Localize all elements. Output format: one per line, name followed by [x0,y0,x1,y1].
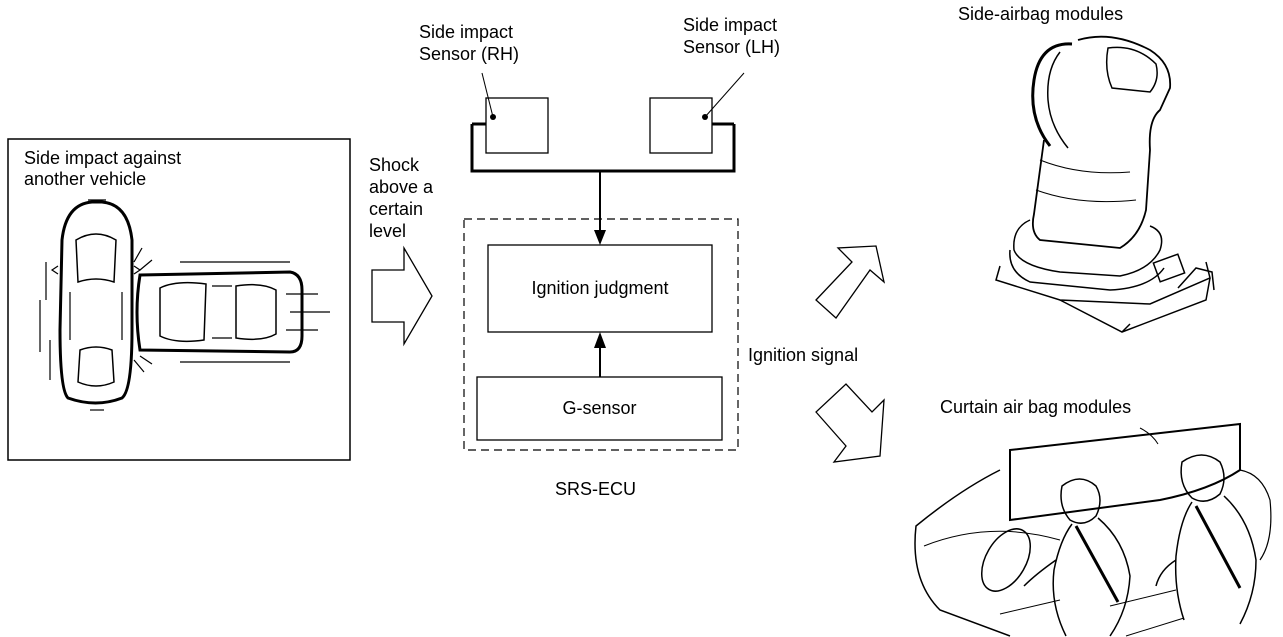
shock-label-line1: Shock [369,155,420,175]
impact-panel-label-line1: Side impact against [24,148,182,168]
curtain-airbag-illustration [914,422,1272,637]
g-sensor-label: G-sensor [562,398,637,418]
sensor-lh-box [649,97,713,154]
shock-label-line4: level [369,221,407,241]
sensor-lh-label-line2: Sensor (LH) [683,37,781,57]
ignition-arrow-down [815,383,885,463]
sensor-to-judgment-arrowhead [594,230,606,245]
sensor-rh-label-line1: Side impact [419,22,514,42]
shock-arrow [371,245,433,347]
ignition-judgment-label: Ignition judgment [531,278,669,298]
side-airbag-label: Side-airbag modules [958,4,1124,24]
ignition-signal-label: Ignition signal [748,345,859,365]
srs-ecu-boundary [463,218,739,451]
impact-panel-label-line2: another vehicle [24,169,147,189]
shock-label-line3: certain [369,199,424,219]
gsensor-to-judgment-arrowhead [594,332,606,348]
seat-illustration [995,35,1215,333]
ignition-arrow-up [815,245,886,319]
sensor-bracket [470,124,736,173]
srs-ecu-caption: SRS-ECU [555,479,637,499]
sensor-lh-leader [704,72,745,118]
sensor-lh-label-line1: Side impact [683,15,778,35]
struck-car-illustration [39,199,142,411]
striking-car-illustration [133,247,330,373]
sensor-rh-box [485,97,549,154]
shock-label-line2: above a [369,177,434,197]
impact-panel-frame [7,138,351,461]
sensor-rh-leader [481,72,494,118]
curtain-airbag-label: Curtain air bag modules [940,397,1132,417]
sensor-rh-label-line2: Sensor (RH) [419,44,520,64]
